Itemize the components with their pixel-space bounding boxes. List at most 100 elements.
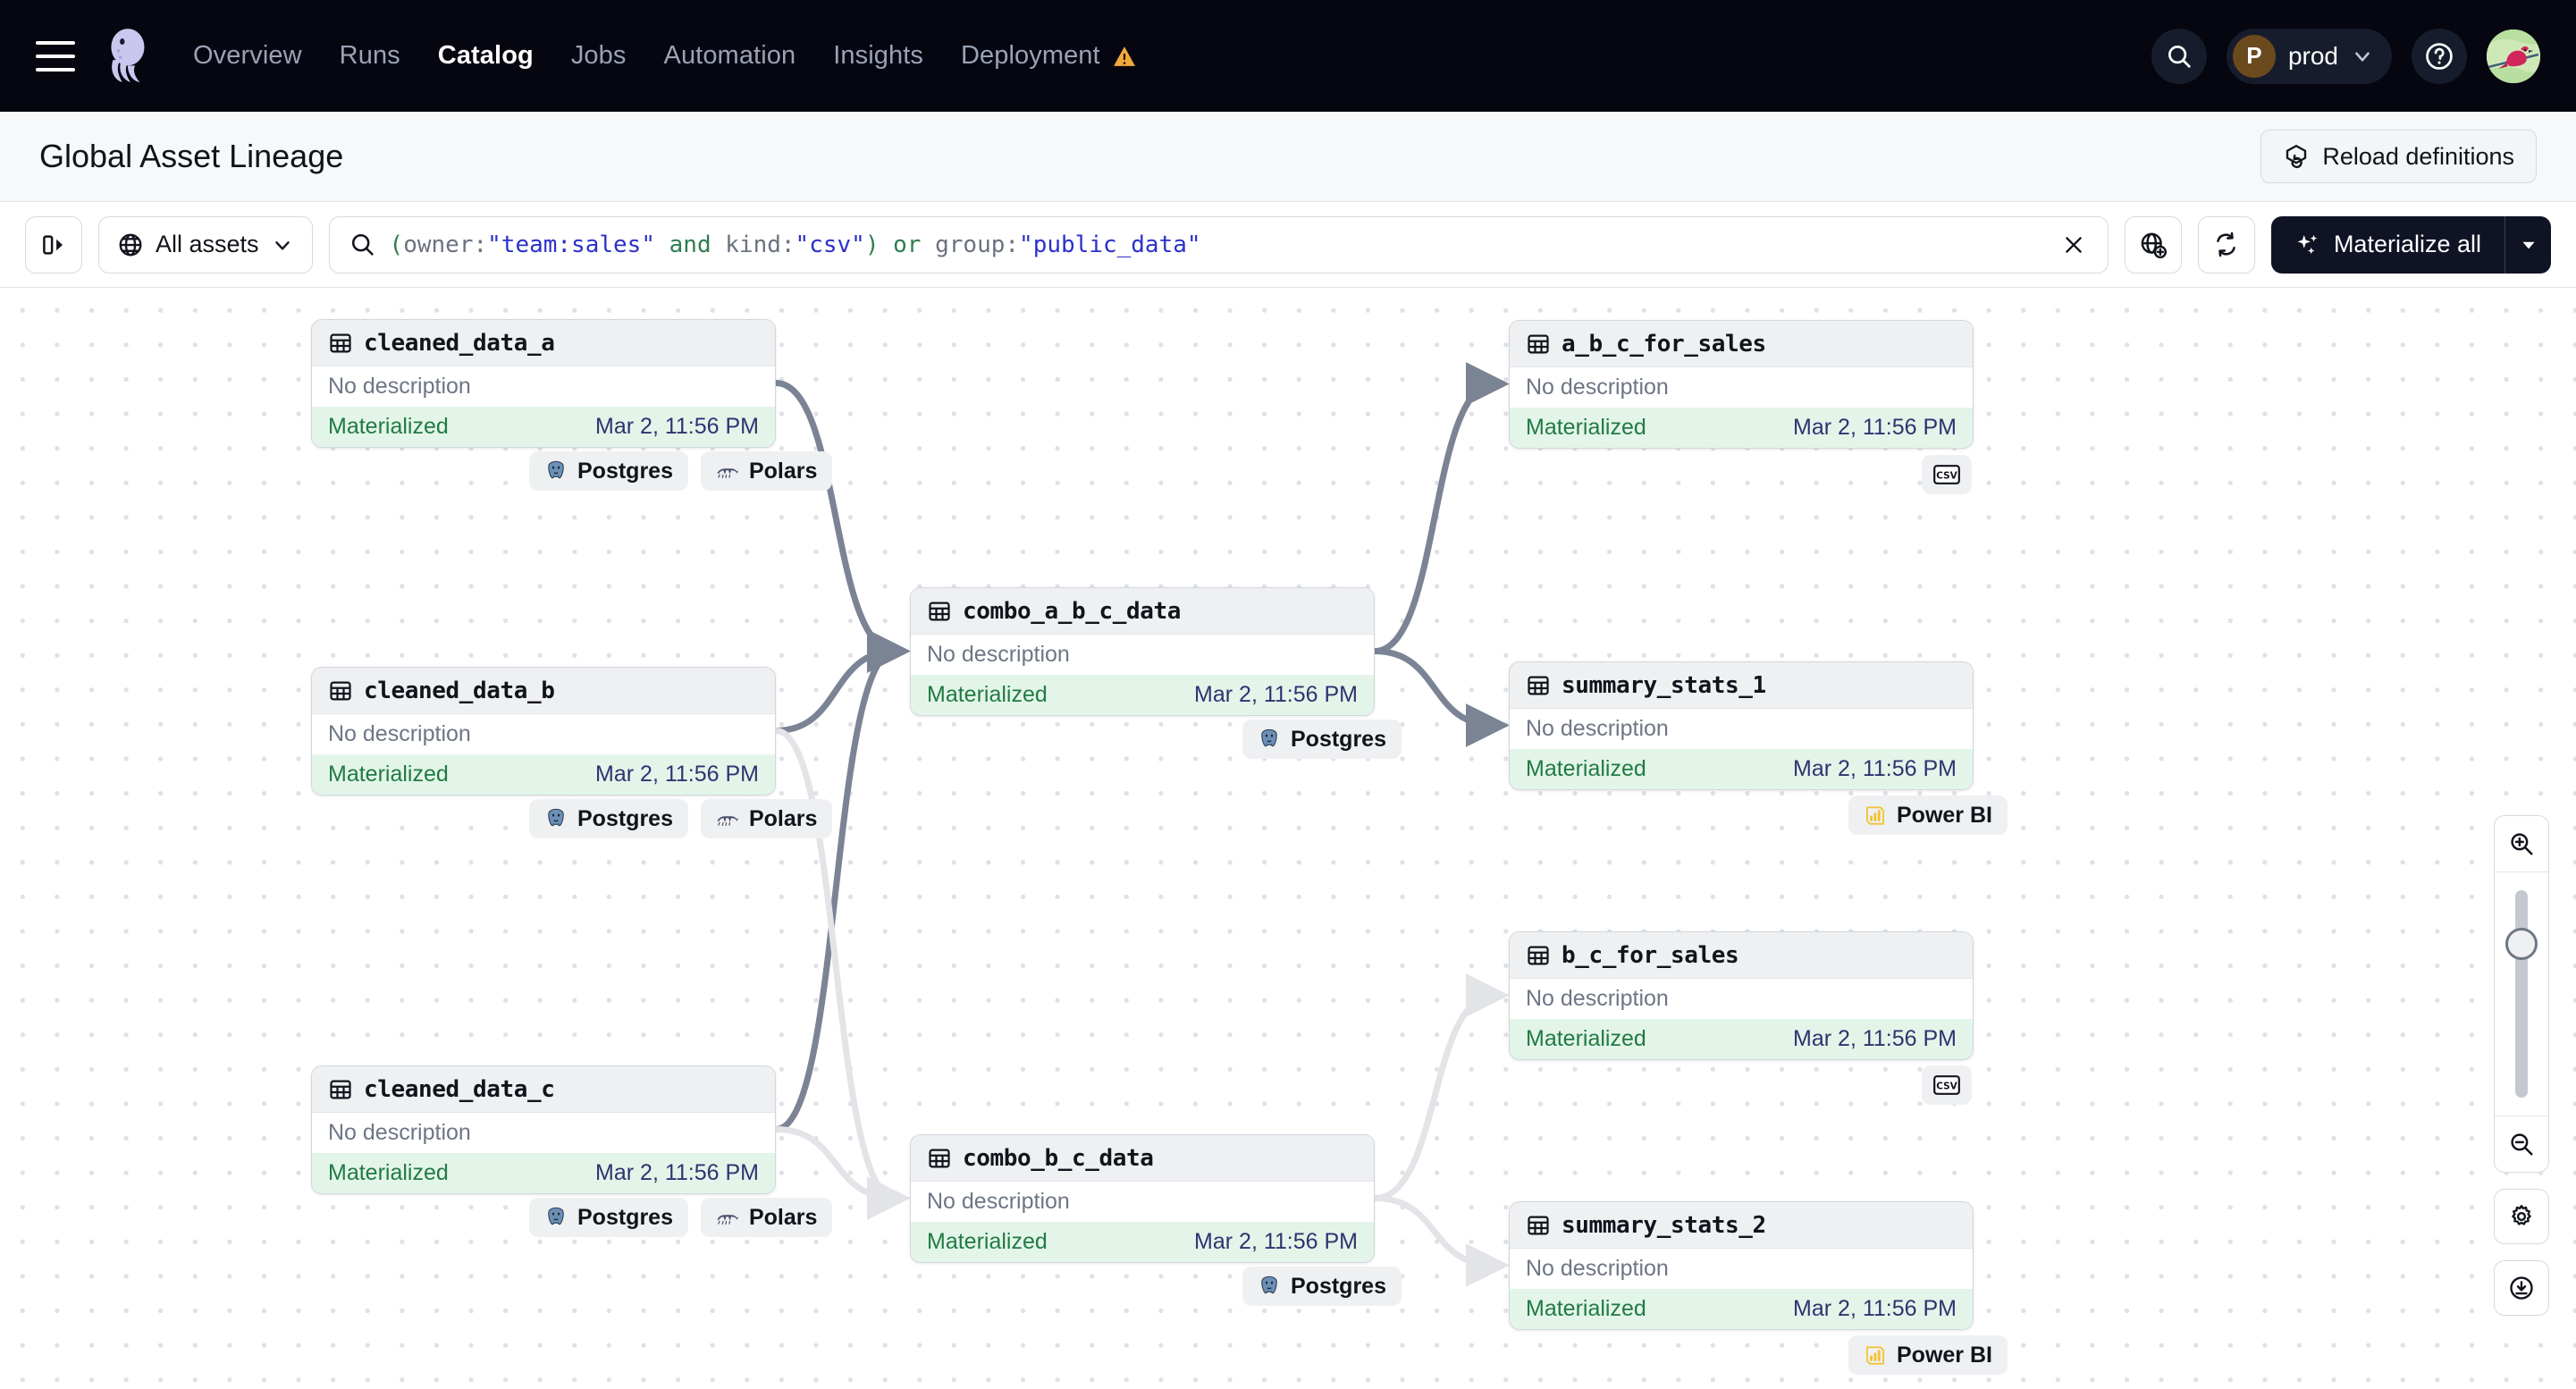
- asset-tag-postgres[interactable]: Postgres: [1242, 720, 1402, 759]
- deployment-switcher[interactable]: P prod: [2226, 28, 2392, 84]
- asset-node-status: Materialized Mar 2, 11:56 PM: [312, 754, 775, 795]
- asset-node[interactable]: summary_stats_2 No description Materiali…: [1509, 1201, 1974, 1330]
- asset-node[interactable]: summary_stats_1 No description Materiali…: [1509, 661, 1974, 790]
- nav-link-overview[interactable]: Overview: [193, 41, 302, 70]
- chevron-down-icon: [2355, 51, 2370, 62]
- top-navigation-bar: Overview Runs Catalog Jobs Automation In…: [0, 0, 2576, 112]
- status-badge: Materialized: [1526, 1026, 1646, 1051]
- asset-node-name: summary_stats_2: [1562, 1211, 1766, 1239]
- asset-tag-postgres[interactable]: Postgres: [529, 451, 688, 491]
- user-avatar[interactable]: [2487, 29, 2540, 83]
- asset-node-tags: Postgres Polars: [529, 1198, 833, 1237]
- asset-node-description: No description: [312, 1113, 775, 1153]
- lineage-toolbar: All assets (owner:"team:sales" and kind:…: [0, 202, 2576, 288]
- asset-node[interactable]: cleaned_data_a No description Materializ…: [311, 319, 776, 448]
- download-circle-icon[interactable]: [2494, 1260, 2549, 1316]
- asset-search-input[interactable]: (owner:"team:sales" and kind:"csv") or g…: [390, 232, 2041, 258]
- postgres-icon: [548, 460, 564, 479]
- zoom-slider[interactable]: [2495, 872, 2548, 1115]
- asset-tag-label: Power BI: [1897, 802, 1992, 828]
- postgres-icon: [548, 1207, 564, 1225]
- sparkle-icon: [2297, 234, 2318, 254]
- status-timestamp[interactable]: Mar 2, 11:56 PM: [595, 1160, 759, 1185]
- zoom-slider-thumb[interactable]: [2505, 928, 2538, 960]
- zoom-out-icon[interactable]: [2495, 1116, 2548, 1172]
- query-token: "csv": [795, 231, 865, 258]
- asset-tag-label: Polars: [748, 458, 818, 484]
- asset-tag-csv[interactable]: CSV: [1922, 1065, 1972, 1105]
- query-token: and: [654, 231, 726, 258]
- asset-node-description: No description: [911, 1182, 1374, 1222]
- asset-tag-polars[interactable]: Polars: [700, 451, 833, 491]
- search-icon: [351, 233, 374, 256]
- power-bi-icon: [1866, 1346, 1884, 1365]
- nav-link-jobs[interactable]: Jobs: [570, 41, 627, 70]
- divider: [2495, 871, 2548, 872]
- hamburger-icon[interactable]: [36, 40, 75, 72]
- asset-node[interactable]: cleaned_data_c No description Materializ…: [311, 1065, 776, 1194]
- asset-tag-polars[interactable]: Polars: [700, 799, 833, 838]
- asset-node-header: combo_b_c_data: [911, 1135, 1374, 1182]
- reload-definitions-button[interactable]: Reload definitions: [2260, 130, 2537, 183]
- asset-tag-label: Polars: [748, 805, 818, 831]
- asset-tag-polars[interactable]: Polars: [700, 1198, 833, 1237]
- asset-tag-label: Postgres: [577, 805, 673, 831]
- sidebar-toggle-button[interactable]: [25, 215, 82, 274]
- asset-node[interactable]: a_b_c_for_sales No description Materiali…: [1509, 320, 1974, 449]
- asset-node-status: Materialized Mar 2, 11:56 PM: [1510, 1019, 1973, 1059]
- asset-node[interactable]: cleaned_data_b No description Materializ…: [311, 667, 776, 796]
- asset-tag-power-bi[interactable]: Power BI: [1848, 1335, 2008, 1375]
- primary-nav-links: Overview Runs Catalog Jobs Automation In…: [189, 36, 1136, 76]
- materialize-options-button[interactable]: [2504, 215, 2551, 274]
- asset-tag-postgres[interactable]: Postgres: [529, 1198, 688, 1237]
- csv-icon: CSV: [1933, 1075, 1960, 1095]
- zoom-in-icon[interactable]: [2495, 816, 2548, 871]
- asset-tag-postgres[interactable]: Postgres: [1242, 1267, 1402, 1306]
- materialize-all-button[interactable]: Materialize all: [2270, 215, 2504, 274]
- refresh-button[interactable]: [2197, 215, 2255, 274]
- asset-tag-power-bi[interactable]: Power BI: [1848, 796, 2008, 835]
- gear-icon[interactable]: [2494, 1189, 2549, 1244]
- help-icon[interactable]: [2412, 28, 2467, 84]
- status-timestamp[interactable]: Mar 2, 11:56 PM: [1194, 1229, 1358, 1254]
- close-icon: [2066, 236, 2082, 253]
- polars-icon: [717, 468, 738, 478]
- status-timestamp[interactable]: Mar 2, 11:56 PM: [1793, 415, 1957, 440]
- asset-node[interactable]: combo_a_b_c_data No description Material…: [910, 587, 1375, 716]
- search-icon[interactable]: [2151, 28, 2207, 84]
- asset-node-name: cleaned_data_b: [364, 677, 555, 704]
- nav-link-deployment[interactable]: Deployment: [957, 36, 1136, 76]
- status-timestamp[interactable]: Mar 2, 11:56 PM: [1793, 1026, 1957, 1051]
- nav-link-catalog[interactable]: Catalog: [437, 41, 534, 70]
- asset-node-name: combo_a_b_c_data: [963, 597, 1182, 625]
- status-timestamp[interactable]: Mar 2, 11:56 PM: [1194, 682, 1358, 707]
- asset-tag-label: Postgres: [1291, 1273, 1386, 1299]
- asset-tag-postgres[interactable]: Postgres: [529, 799, 688, 838]
- nav-link-insights[interactable]: Insights: [833, 41, 923, 70]
- add-scope-button[interactable]: [2124, 215, 2182, 274]
- asset-node-status: Materialized Mar 2, 11:56 PM: [312, 407, 775, 447]
- asset-search-box[interactable]: (owner:"team:sales" and kind:"csv") or g…: [328, 215, 2109, 274]
- status-timestamp[interactable]: Mar 2, 11:56 PM: [595, 762, 759, 787]
- status-timestamp[interactable]: Mar 2, 11:56 PM: [595, 414, 759, 439]
- nav-link-automation[interactable]: Automation: [663, 41, 796, 70]
- query-token: or: [879, 231, 936, 258]
- refresh-icon: [2217, 232, 2236, 257]
- asset-scope-selector[interactable]: All assets: [98, 215, 313, 274]
- asset-node[interactable]: b_c_for_sales No description Materialize…: [1509, 931, 1974, 1060]
- asset-tag-csv[interactable]: CSV: [1922, 455, 1972, 494]
- asset-node[interactable]: combo_b_c_data No description Materializ…: [910, 1134, 1375, 1263]
- table-icon: [1528, 1216, 1549, 1234]
- asset-node-name: a_b_c_for_sales: [1562, 330, 1766, 358]
- asset-node-description: No description: [1510, 709, 1973, 749]
- status-timestamp[interactable]: Mar 2, 11:56 PM: [1793, 1296, 1957, 1321]
- nav-link-deployment-label: Deployment: [960, 41, 1100, 70]
- dagster-logo[interactable]: [100, 27, 159, 86]
- lineage-graph-canvas[interactable]: cleaned_data_a No description Materializ…: [0, 288, 2576, 1389]
- status-timestamp[interactable]: Mar 2, 11:56 PM: [1793, 756, 1957, 781]
- clear-search-button[interactable]: [2056, 227, 2092, 263]
- asset-node-status: Materialized Mar 2, 11:56 PM: [1510, 408, 1973, 448]
- reload-definitions-label: Reload definitions: [2322, 142, 2514, 170]
- nav-link-runs[interactable]: Runs: [339, 41, 400, 70]
- page-header: Global Asset Lineage Reload definitions: [0, 112, 2576, 202]
